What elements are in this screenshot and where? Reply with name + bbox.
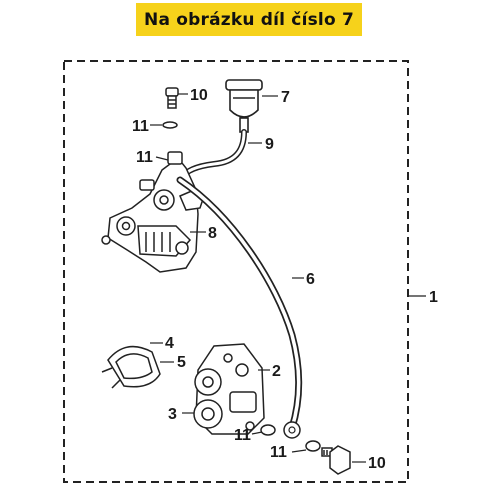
leader-line-11c (251, 431, 263, 435)
bolt-bottom-part (321, 445, 351, 475)
callout-3: 3 (168, 406, 177, 423)
bolt-top-part (165, 87, 179, 109)
washer-top-part (162, 121, 178, 129)
caliper-part (193, 343, 265, 435)
callout-11-top: 11 (132, 118, 149, 135)
callout-4: 4 (165, 335, 174, 352)
leader-line-11b (155, 156, 169, 161)
washer-caliper-part (260, 424, 276, 436)
washer-banjo-part (305, 440, 321, 452)
callout-11-master: 11 (136, 149, 153, 166)
title-text: Na obrázku díl číslo 7 (144, 9, 354, 30)
callout-10-top: 10 (190, 87, 208, 104)
callout-7: 7 (281, 89, 290, 106)
callout-8: 8 (208, 225, 217, 242)
title-banner: Na obrázku díl číslo 7 (136, 3, 362, 36)
callout-6: 6 (306, 271, 315, 288)
master-cylinder-part (101, 151, 205, 273)
callout-1: 1 (429, 289, 438, 306)
callout-2: 2 (272, 363, 281, 380)
callout-11-caliper: 11 (234, 427, 251, 444)
callout-9: 9 (265, 136, 274, 153)
leader-line-11d (291, 449, 307, 453)
callout-5: 5 (177, 354, 186, 371)
callout-11-banjo: 11 (270, 444, 287, 461)
reservoir-part (225, 79, 263, 133)
assembly-frame (63, 60, 409, 483)
callout-10-bottom: 10 (368, 455, 386, 472)
brake-pad-part (101, 345, 161, 389)
